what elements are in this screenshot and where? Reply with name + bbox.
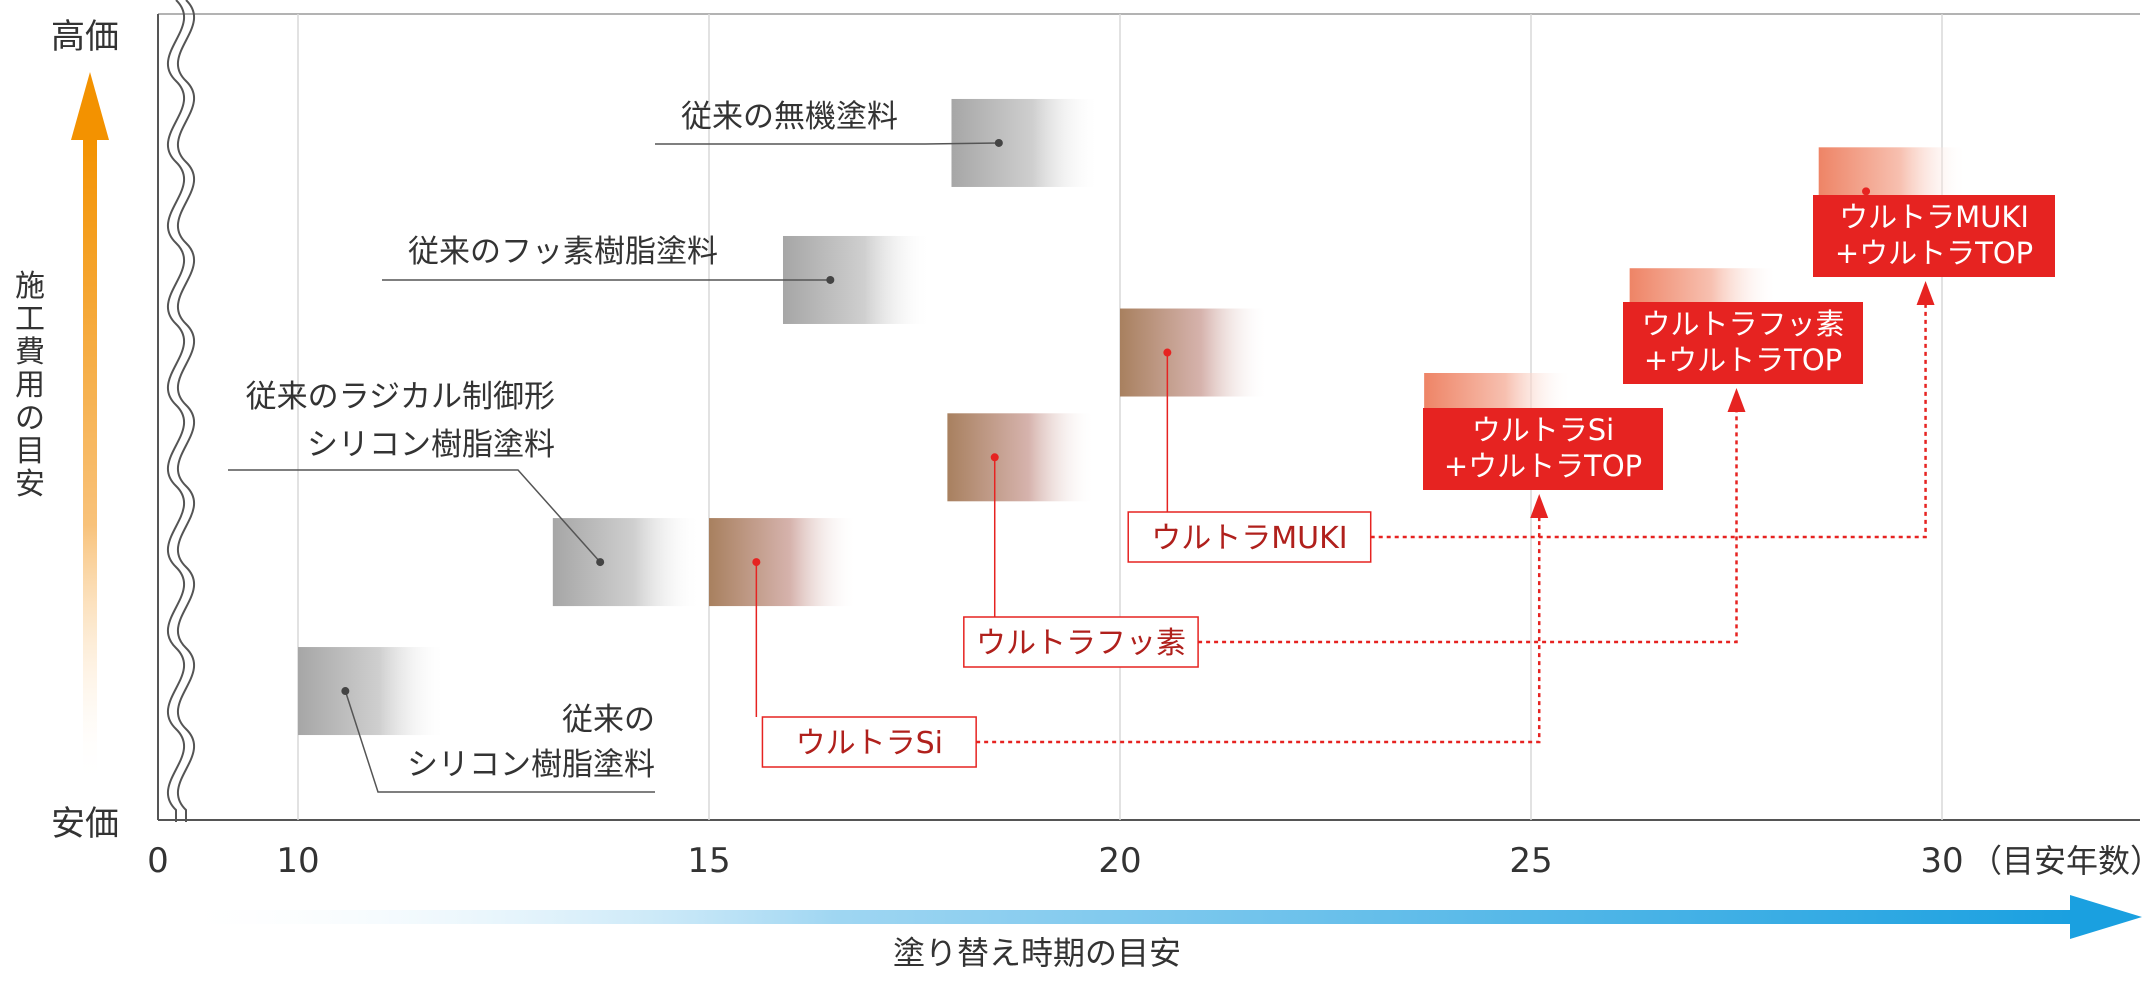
x-tick-label: 30 [1920, 841, 1963, 881]
conventional-label: 従来のラジカル制御形 [246, 379, 555, 415]
x-tick-label: 15 [687, 841, 730, 881]
upgrade-connector [1370, 303, 1927, 539]
ultra-single-bar [709, 518, 857, 607]
plot-frame [157, 0, 2140, 822]
grid-lines [297, 14, 1943, 820]
x-tick-label: 20 [1098, 841, 1141, 881]
data-point [1163, 348, 1172, 357]
conventional-label: 従来の [562, 702, 655, 738]
conventional-leader-line [655, 142, 999, 145]
ultra-combo-label: ウルトラMUKI [1839, 200, 2029, 234]
upgrade-arrowhead [1727, 388, 1746, 412]
chart-marks: 従来のシリコン樹脂塗料従来のラジカル制御形シリコン樹脂塗料従来のフッ素樹脂塗料従… [228, 98, 2055, 793]
conventional-label: 従来のフッ素樹脂塗料 [408, 234, 718, 270]
conventional-label: シリコン樹脂塗料 [307, 427, 555, 463]
ultra-combo-label: +ウルトラTOP [1644, 343, 1842, 377]
data-point [752, 558, 761, 567]
y-axis-title-char: 工 [15, 302, 45, 337]
x-axis-arrow-head [2070, 895, 2142, 939]
ultra-combo-label: ウルトラフッ素 [1641, 307, 1844, 341]
ultra-combo-label: ウルトラSi [1472, 413, 1614, 447]
ultra-single-label: ウルトラMUKI [1151, 521, 1347, 556]
x-tick-labels: 0 10 15 20 25 30（目安年数） [147, 841, 2154, 881]
axis-break-mark [167, 0, 185, 822]
conventional-bar [298, 647, 446, 736]
y-axis-arrow-head [71, 72, 109, 140]
ultra-combo-label: +ウルトラTOP [1444, 449, 1642, 483]
ultra-single-label: ウルトラフッ素 [976, 626, 1186, 661]
x-axis-arrow [170, 895, 2142, 939]
x-tick-label: 0 [147, 841, 169, 881]
conventional-leader-line [228, 469, 601, 563]
ultra-single-label: ウルトラSi [796, 726, 943, 761]
y-axis-title-char: の [15, 401, 45, 436]
upgrade-connector [1198, 410, 1738, 644]
y-axis-title-char: 用 [15, 368, 45, 403]
ultra-single-bar [1120, 308, 1268, 397]
x-tick-label: 10 [276, 841, 319, 881]
x-axis-arrow-shaft [170, 910, 2075, 924]
upgrade-connector [976, 516, 1541, 744]
y-axis-arrow-shaft [83, 135, 97, 785]
ultra-combo-label-box [1813, 195, 2055, 277]
x-axis-title: 塗り替え時期の目安 [893, 934, 1181, 972]
ultra-combo-label-box [1423, 408, 1663, 490]
data-point [341, 687, 350, 696]
conventional-leader-line [344, 690, 655, 793]
y-axis-arrow [71, 72, 109, 785]
upgrade-arrowhead [1530, 494, 1549, 518]
upgrade-arrowhead [1916, 281, 1935, 305]
ultra-combo-label: +ウルトラTOP [1835, 236, 2033, 270]
y-axis-title-char: 安 [15, 467, 45, 502]
conventional-bar [552, 518, 701, 607]
ultra-single-bar [947, 413, 1096, 502]
data-point [596, 558, 605, 567]
x-tick-unit-label: （目安年数） [1970, 842, 2154, 880]
data-point [826, 275, 835, 284]
ultra-combo-label-box [1623, 302, 1863, 384]
ultra-single-label-box [963, 616, 1199, 668]
y-axis-title-char: 費 [15, 335, 45, 370]
data-point [1862, 187, 1871, 196]
conventional-label: シリコン樹脂塗料 [407, 747, 655, 783]
x-tick-label: 25 [1509, 841, 1552, 881]
y-axis-bottom-label: 安価 [51, 804, 119, 844]
data-point [994, 138, 1003, 147]
y-axis-title-char: 目 [15, 434, 45, 469]
axis-break-mark-inner [177, 0, 195, 822]
y-axis-top-label: 高価 [51, 17, 119, 57]
data-point [990, 453, 999, 462]
ultra-single-label-box [1127, 511, 1372, 563]
y-axis-title-char: 施 [15, 269, 45, 304]
conventional-label: 従来の無機塗料 [681, 99, 898, 135]
